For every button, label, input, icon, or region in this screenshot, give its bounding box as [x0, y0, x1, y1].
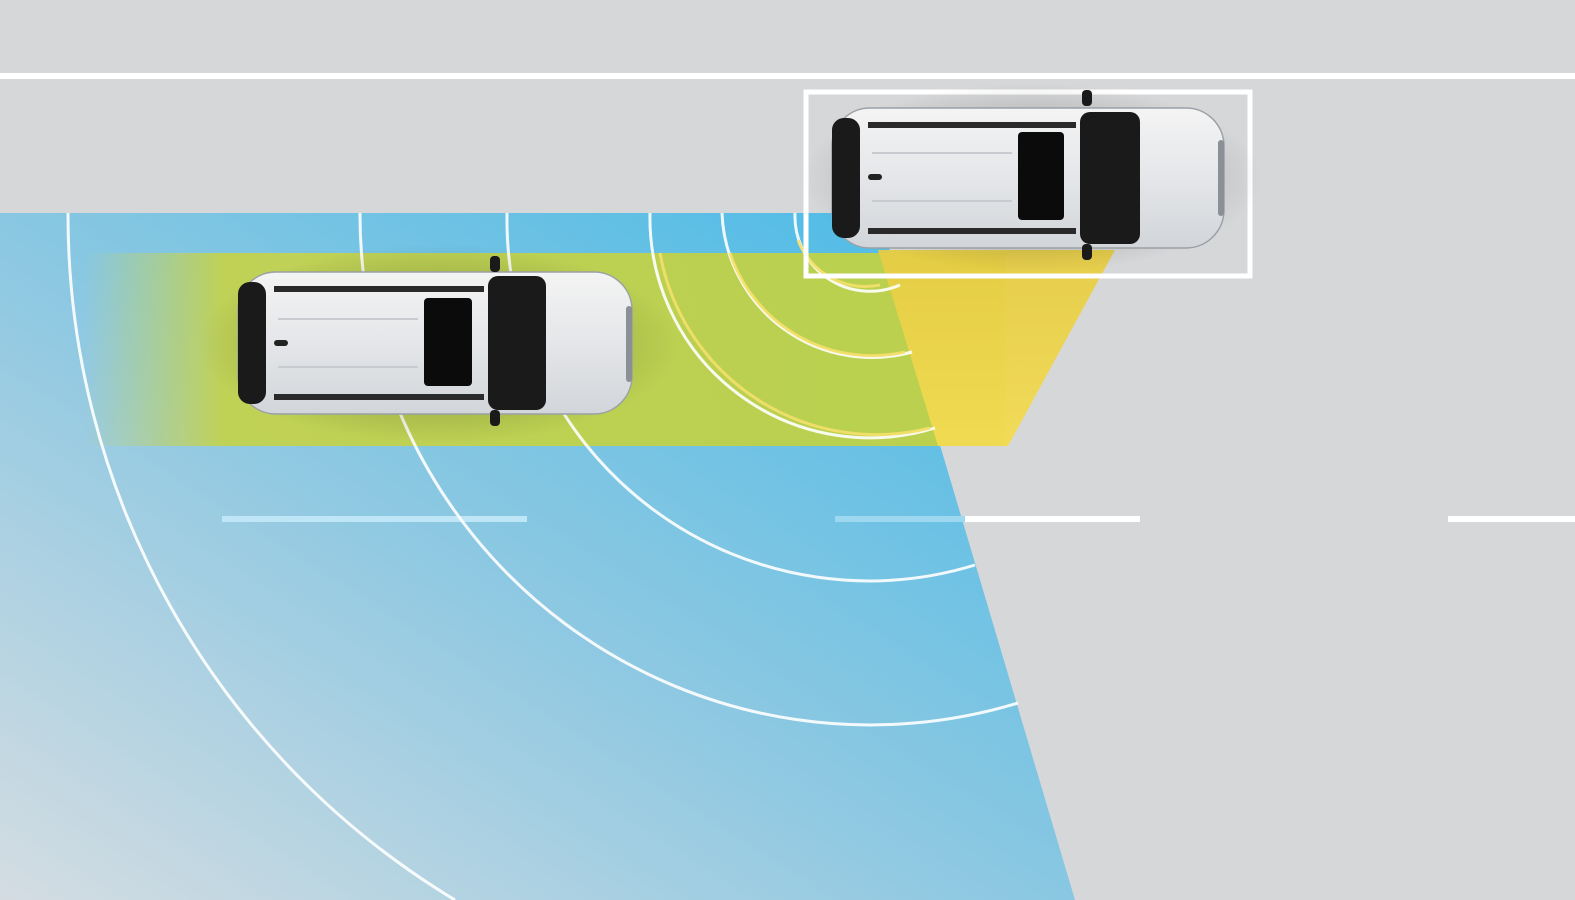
car-top-view-icon — [198, 244, 678, 444]
lane-dash — [1448, 516, 1575, 522]
lane-dash — [222, 516, 527, 522]
lane-dash — [835, 516, 1140, 522]
car-top-view-icon — [802, 83, 1262, 273]
lane-line-top — [0, 73, 1575, 79]
proximity-cone — [878, 250, 1115, 446]
lane-dash — [835, 516, 965, 522]
